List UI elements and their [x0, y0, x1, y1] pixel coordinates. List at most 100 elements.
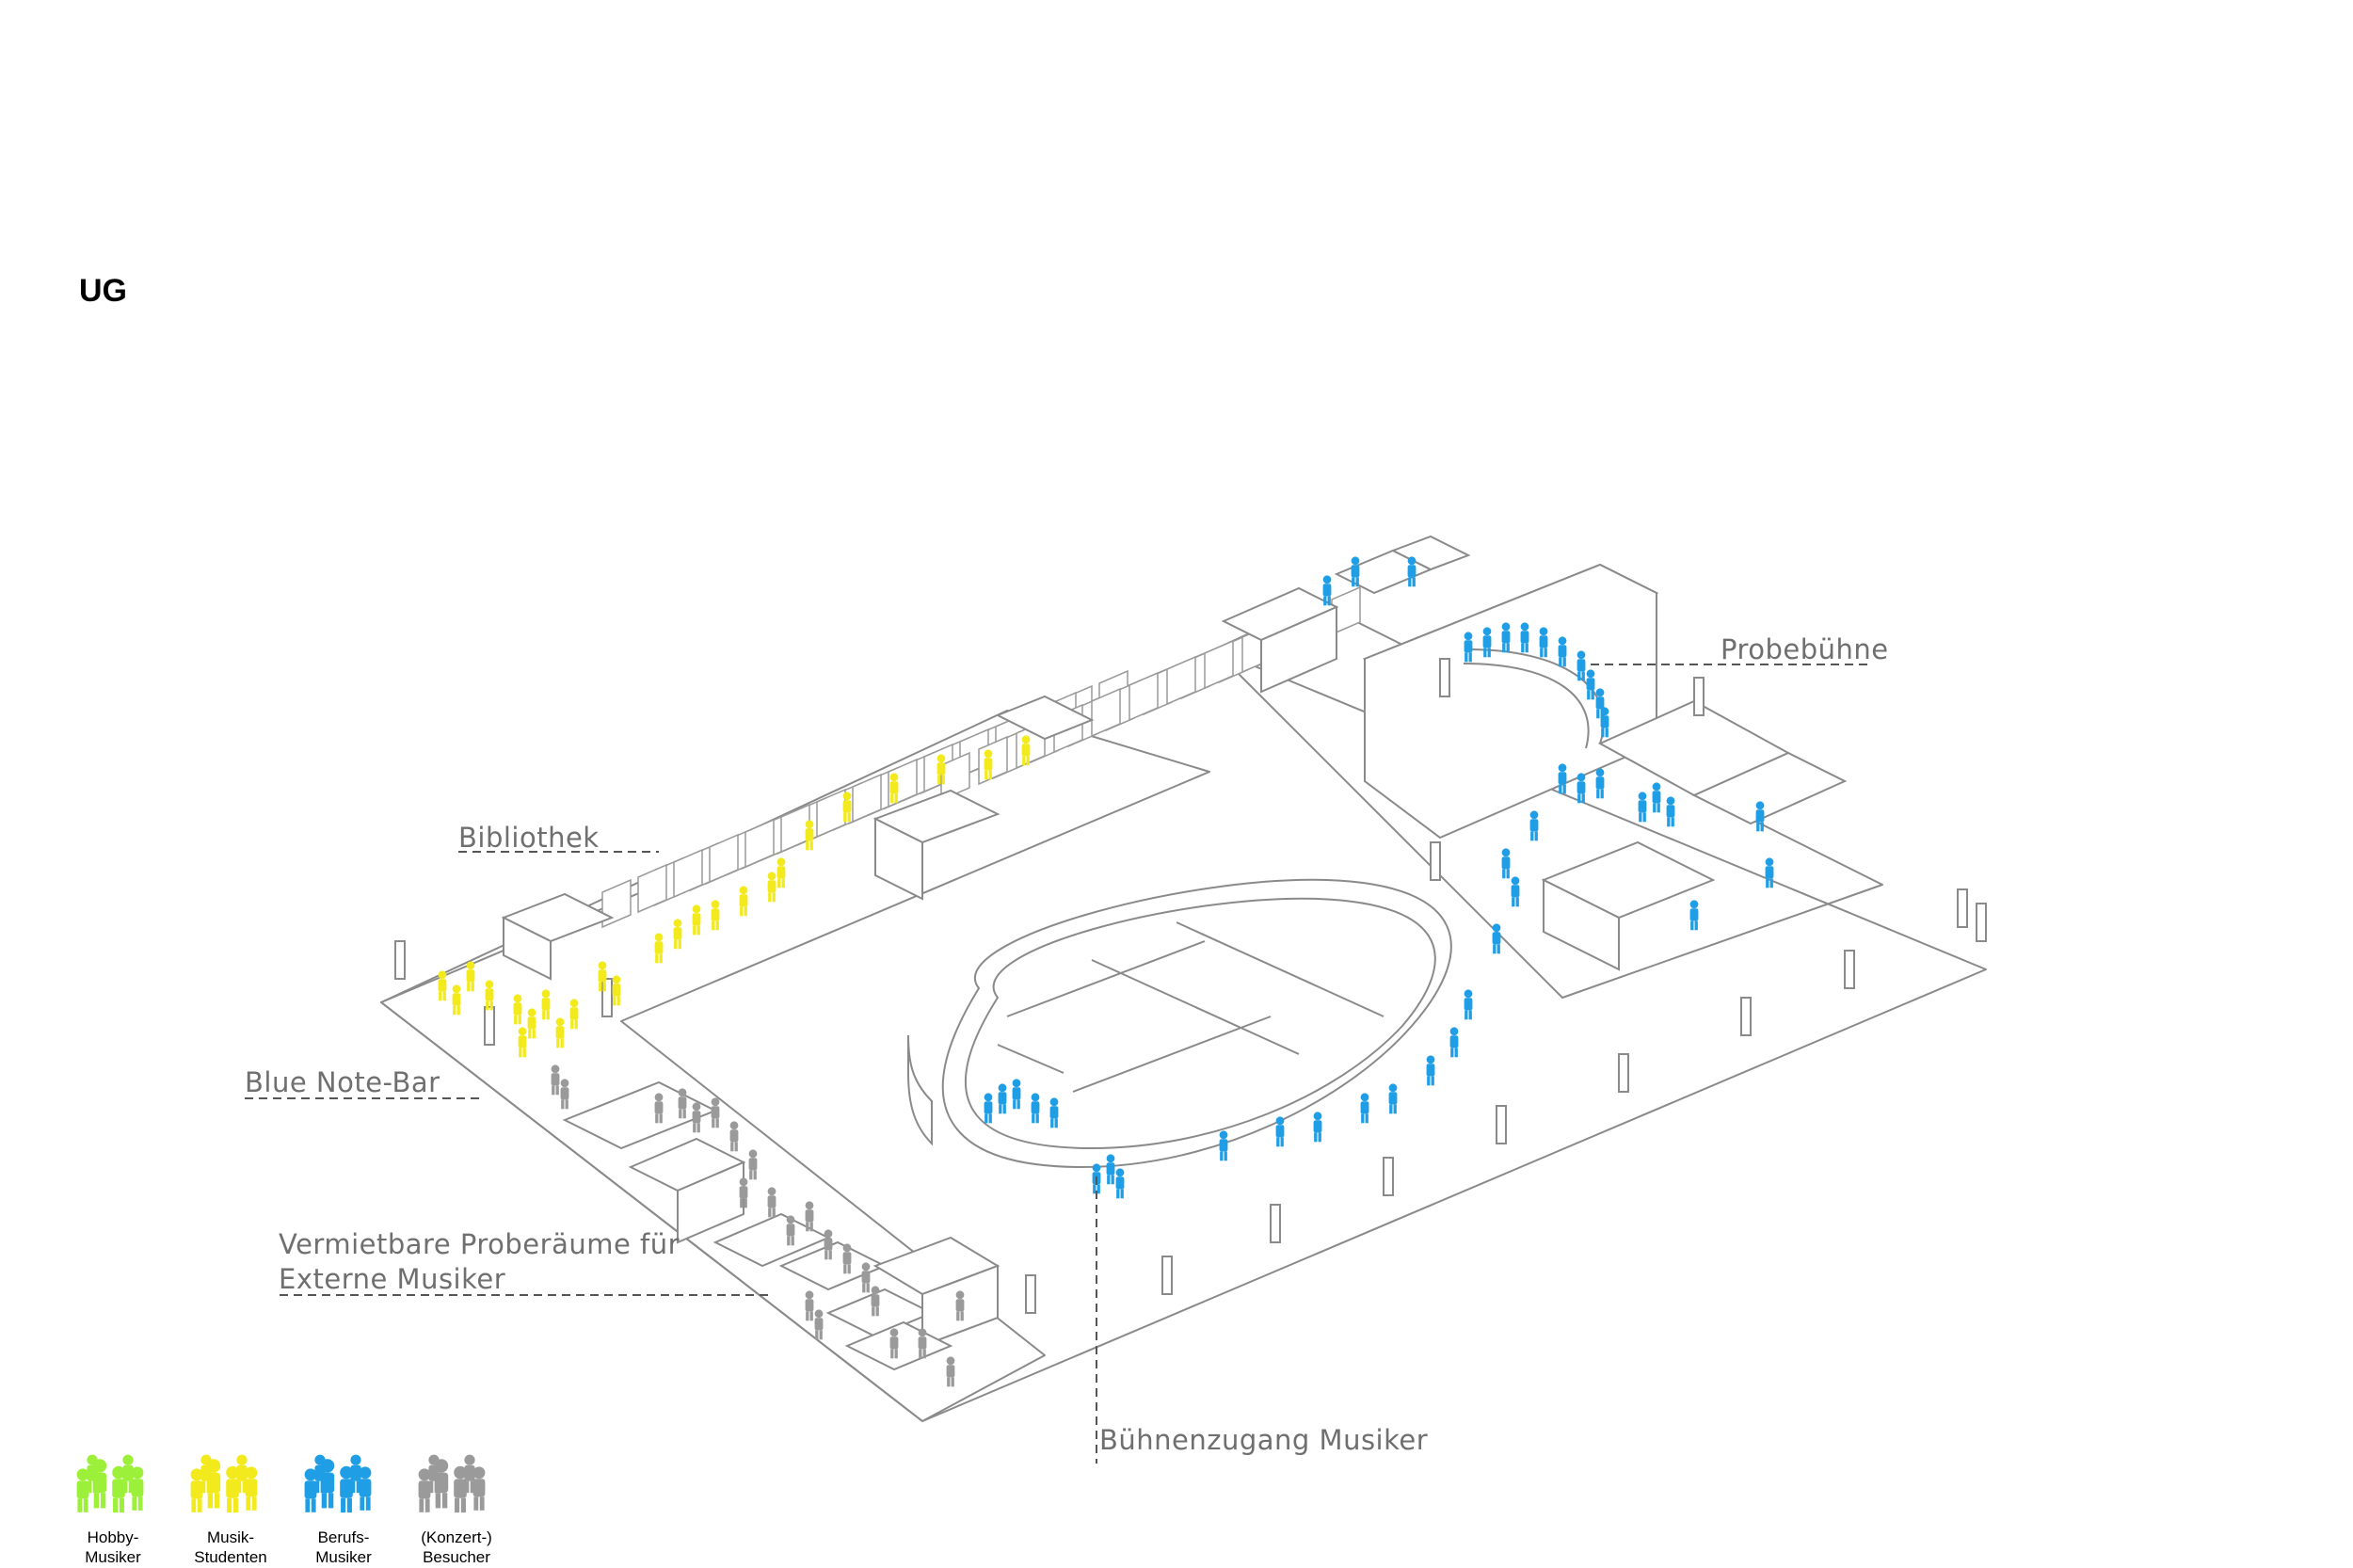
- person-figure: [1360, 1093, 1369, 1124]
- person-figure: [1031, 1093, 1040, 1124]
- person-figure: [555, 1017, 565, 1048]
- person-figure: [1666, 796, 1675, 827]
- person-figure: [1600, 707, 1609, 738]
- person-figure: [236, 1454, 248, 1494]
- person-figure: [678, 1088, 687, 1119]
- person-figure: [842, 1243, 852, 1274]
- person-figure: [711, 900, 720, 931]
- person-figure: [485, 980, 494, 1011]
- person-figure: [984, 1093, 993, 1124]
- person-figure: [1652, 782, 1661, 813]
- person-figure: [452, 984, 461, 1016]
- shelf: [744, 818, 775, 869]
- person-figure: [889, 773, 899, 804]
- person-figure: [560, 1079, 569, 1110]
- person-figure: [776, 857, 786, 888]
- person-figure: [112, 1465, 125, 1513]
- concert-hall: [907, 878, 1452, 1169]
- person-figure: [692, 904, 701, 936]
- person-figure: [871, 1286, 880, 1317]
- person-figure: [1586, 669, 1595, 700]
- person-figure: [748, 1149, 758, 1180]
- column: [1383, 1157, 1394, 1196]
- column: [484, 1006, 495, 1046]
- person-figure: [1558, 636, 1567, 667]
- columns: [394, 658, 1987, 1314]
- shelf: [709, 833, 739, 884]
- person-figure: [1021, 735, 1031, 766]
- person-figure: [998, 1083, 1007, 1114]
- person-figure: [1529, 810, 1539, 841]
- shelf: [1204, 639, 1234, 690]
- column: [1740, 997, 1752, 1036]
- person-figure: [1595, 768, 1605, 799]
- person-figure: [226, 1465, 239, 1513]
- shelf: [637, 863, 667, 914]
- person-figure: [551, 1064, 560, 1096]
- person-figure: [739, 886, 748, 917]
- column: [1270, 1204, 1281, 1243]
- person-figure: [350, 1454, 361, 1494]
- person-figure: [861, 1262, 871, 1293]
- person-figure: [190, 1468, 203, 1512]
- person-figure: [1351, 556, 1360, 587]
- column: [1496, 1105, 1507, 1144]
- column: [1618, 1053, 1629, 1093]
- person-figure: [673, 919, 682, 950]
- person-figure: [245, 1466, 258, 1511]
- person-figure: [612, 975, 621, 1006]
- person-figure: [314, 1454, 326, 1494]
- person-figure: [76, 1468, 89, 1512]
- person-figure: [936, 754, 946, 785]
- person-figure: [464, 1454, 475, 1494]
- person-figure: [454, 1465, 467, 1513]
- column: [394, 940, 406, 980]
- person-figure: [1689, 900, 1699, 931]
- person-figure: [767, 872, 776, 903]
- person-figure: [513, 994, 522, 1025]
- person-figure: [1501, 622, 1511, 653]
- column: [1025, 1274, 1036, 1314]
- person-figure: [1322, 575, 1332, 606]
- person-figure: [1115, 1168, 1125, 1199]
- person-figure: [1765, 857, 1774, 888]
- person-figure: [786, 1215, 795, 1246]
- column: [1976, 903, 1987, 942]
- person-figure: [1313, 1112, 1322, 1143]
- shelf: [816, 788, 846, 839]
- person-figure: [729, 1121, 739, 1152]
- person-figure: [598, 961, 607, 992]
- person-figure: [428, 1454, 440, 1494]
- label-probebuehne: Probebühne: [1721, 633, 1889, 665]
- person-figure: [814, 1309, 824, 1340]
- person-figure: [1464, 989, 1473, 1020]
- person-figure: [1106, 1154, 1115, 1185]
- legend-label-hobby: Hobby-Musiker: [85, 1528, 141, 1566]
- shelf: [673, 848, 703, 899]
- person-figure: [1577, 773, 1586, 804]
- person-figure: [918, 1328, 927, 1359]
- person-figure: [438, 970, 447, 1001]
- person-figure: [739, 1177, 748, 1208]
- person-figure: [842, 792, 852, 823]
- person-figure: [1558, 763, 1567, 794]
- person-figure: [1511, 876, 1520, 907]
- person-figure: [1407, 556, 1417, 587]
- column: [1844, 950, 1855, 989]
- person-figure: [767, 1187, 776, 1218]
- person-figure: [805, 1290, 814, 1321]
- leader-lines: [245, 664, 1873, 1464]
- person-figure: [1501, 848, 1511, 879]
- person-figure: [654, 1093, 664, 1124]
- person-figure: [418, 1468, 431, 1512]
- label-blue-note-bar: Blue Note-Bar: [245, 1066, 440, 1098]
- person-figure: [711, 1097, 720, 1128]
- person-figure: [1539, 627, 1548, 658]
- person-figure: [1388, 1083, 1398, 1114]
- stage-wing-rooms: [1221, 535, 1848, 971]
- person-figure: [1520, 622, 1529, 653]
- person-figure: [541, 989, 551, 1020]
- person-figure: [304, 1468, 317, 1512]
